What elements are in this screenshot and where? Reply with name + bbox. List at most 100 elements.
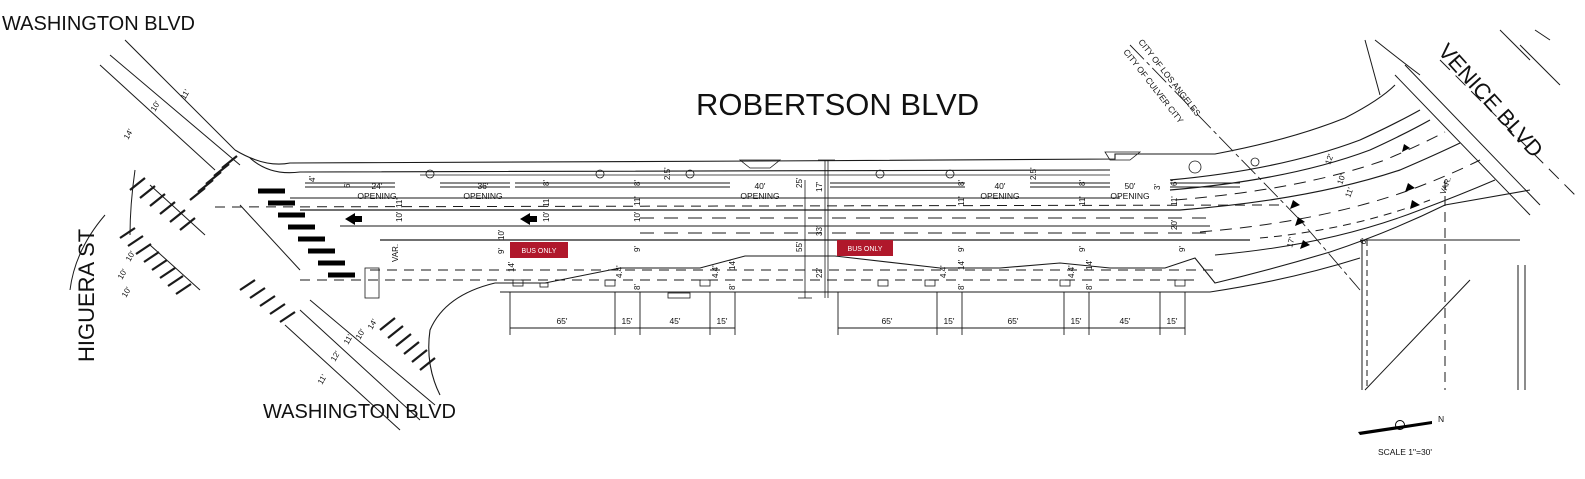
lane-width: 10' (542, 211, 551, 222)
lane-width: 11' (1078, 196, 1087, 206)
lane-width: 11' (316, 373, 329, 386)
crosswalk-washington-south (239, 279, 436, 371)
lane-lines (214, 174, 1281, 281)
street-label-higuera: HIGUERA ST (74, 229, 99, 362)
shoulder-width: 8' (633, 284, 642, 290)
lane-width: 11' (1343, 186, 1355, 199)
curb-offset: 6' (1170, 180, 1179, 186)
center-dimension (798, 159, 835, 299)
lane-width: 12' (1323, 152, 1335, 165)
lane-width: 9' (1178, 246, 1187, 252)
curb-offset: 4' (308, 176, 317, 182)
opening-label: OPENING (357, 191, 396, 201)
segment-label: 15' (1166, 316, 1177, 326)
lane-arrows (345, 144, 1420, 249)
opening-label: OPENING (980, 191, 1019, 201)
curb-offset: 2.5' (663, 167, 672, 180)
parking-dimensions-west (509, 292, 736, 335)
street-label-washington-bottom: WASHINGTON BLVD (263, 401, 456, 423)
lane-width: 22' (815, 267, 824, 278)
segment-label: 65' (556, 316, 567, 326)
lane-width: 14' (507, 261, 516, 272)
lane-width: 14' (366, 317, 379, 331)
segment-label: 65' (1007, 316, 1018, 326)
segment-label: 45' (1119, 316, 1130, 326)
curb-offset: 8' (957, 180, 966, 186)
segment-label: 15' (716, 316, 727, 326)
left-turn-arrow-icon (520, 213, 537, 225)
north-arrow: N (1358, 414, 1444, 435)
street-label-washington-top: WASHINGTON BLVD (2, 13, 195, 35)
lane-width: 11' (957, 196, 966, 206)
through-arrow-icon (1300, 240, 1310, 249)
opening-label: OPENING (463, 191, 502, 201)
segment-label: 45' (669, 316, 680, 326)
lane-width: 11' (542, 197, 551, 207)
curb-fixtures (364, 151, 1260, 299)
lane-width-total: 55' (795, 241, 804, 252)
street-label-robertson: ROBERTSON BLVD (696, 87, 979, 122)
lane-width-total: 33' (815, 225, 824, 236)
shoulder-width: 8' (957, 284, 966, 290)
bus-only-label: BUS ONLY (522, 248, 557, 255)
opening-width: 24' (371, 181, 382, 191)
curb-lines (234, 84, 1531, 396)
lane-width: 10' (116, 267, 129, 281)
scale-label: SCALE 1"=30' (1378, 447, 1432, 457)
bus-only-label: BUS ONLY (848, 246, 883, 253)
crosswalk-washington-west (129, 155, 238, 231)
bus-only-box (510, 242, 568, 258)
venice-blvd-edges (1364, 29, 1576, 216)
lane-width: 12' (329, 349, 342, 363)
bus-only-zone-2: BUS ONLY (837, 240, 893, 256)
left-turn-arrow-icon (345, 213, 362, 225)
curb-offset: 8' (542, 180, 551, 186)
lane-width: 11' (179, 88, 192, 101)
lane-width: 10' (1335, 172, 1347, 185)
segment-label: 15' (621, 316, 632, 326)
lane-width: 17' (815, 181, 824, 192)
opening-width: 40' (754, 181, 765, 191)
lane-width: 10' (497, 229, 506, 240)
lane-width: 10' (120, 285, 133, 299)
north-arrow-icon (1358, 421, 1432, 435)
lane-width: 10' (633, 211, 642, 222)
curb-offset: 2.5' (1029, 167, 1038, 180)
lane-width: 11' (395, 198, 404, 208)
lane-width: 11' (633, 196, 642, 206)
lane-width: 10' (124, 249, 137, 263)
lane-width: 9' (633, 246, 642, 252)
opening-width: 40' (994, 181, 1005, 191)
lane-width: 14' (122, 127, 135, 141)
lane-width: 14' (728, 259, 737, 270)
opening-label: OPENING (740, 191, 779, 201)
parking-dimensions-east (837, 292, 1186, 335)
shoulder-width: 4.4' (615, 265, 624, 278)
bus-only-box (837, 240, 893, 256)
north-label: N (1438, 414, 1444, 424)
shoulder-width: 4.4' (939, 265, 948, 278)
lane-width: 11' (342, 333, 355, 346)
segment-label: 15' (1070, 316, 1081, 326)
washington-blvd-edges (69, 39, 436, 431)
shoulder-width: 4.4' (711, 265, 720, 278)
lane-width: 9' (957, 246, 966, 252)
crosswalk-higuera (119, 227, 192, 295)
lane-width: 14' (957, 259, 966, 270)
shoulder-width: 4.4' (1067, 265, 1076, 278)
through-arrow-icon (1295, 217, 1305, 226)
lane-width-var: VAR. (391, 244, 400, 262)
lane-width: 10' (395, 211, 404, 222)
bus-only-zone-1: BUS ONLY (510, 242, 568, 258)
lane-width: 9' (1078, 246, 1087, 252)
lane-width: 14' (1085, 259, 1094, 270)
curb-offset: 8' (633, 180, 642, 186)
opening-labels: 24' OPENING 36' OPENING 40' OPENING 40' … (357, 181, 1149, 201)
curb-offset: 6' (343, 182, 352, 188)
right-turn-arrow-icon (1410, 200, 1420, 209)
lane-width-var: VAR. (1438, 176, 1453, 196)
lane-width: 11' (1170, 196, 1179, 206)
shoulder-width: 8' (728, 284, 737, 290)
